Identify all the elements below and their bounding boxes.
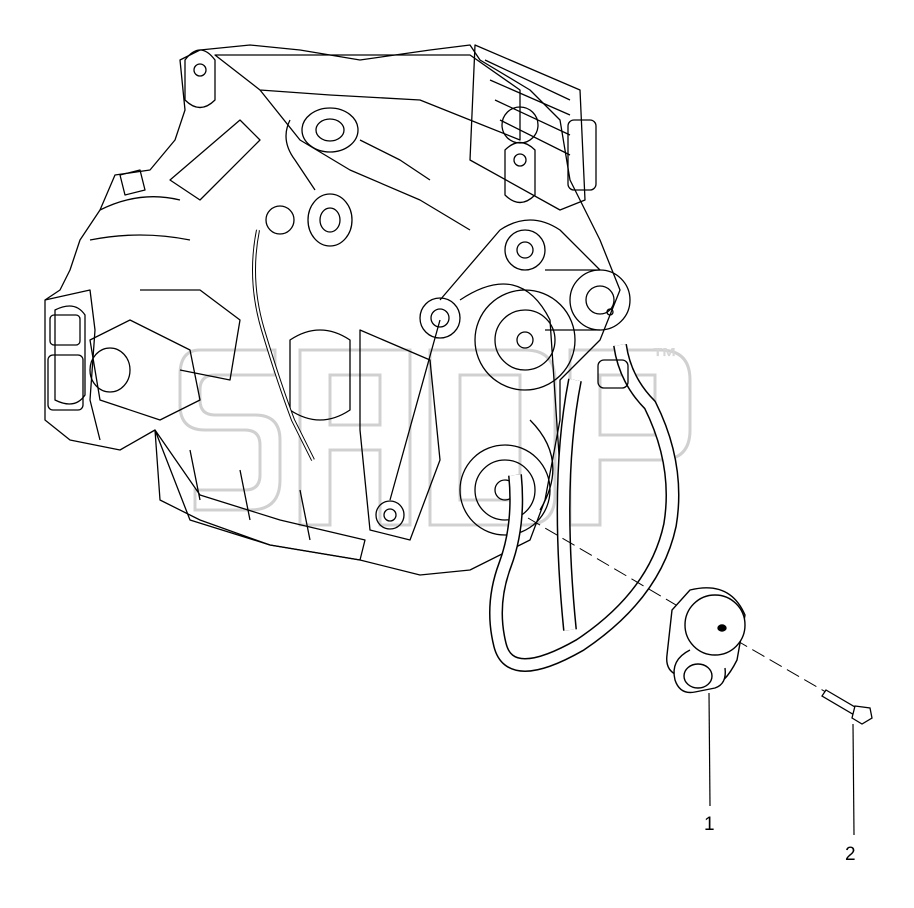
leader-lines — [708, 692, 855, 836]
callout-1-label: 1 — [704, 814, 715, 835]
bolt-icon — [821, 689, 873, 725]
belt-tensioner-icon — [666, 587, 746, 694]
engine-assembly — [44, 44, 680, 672]
callout-2-label: 2 — [845, 844, 856, 865]
trademark-symbol: ™ — [652, 342, 679, 372]
watermark-logo — [178, 348, 692, 527]
